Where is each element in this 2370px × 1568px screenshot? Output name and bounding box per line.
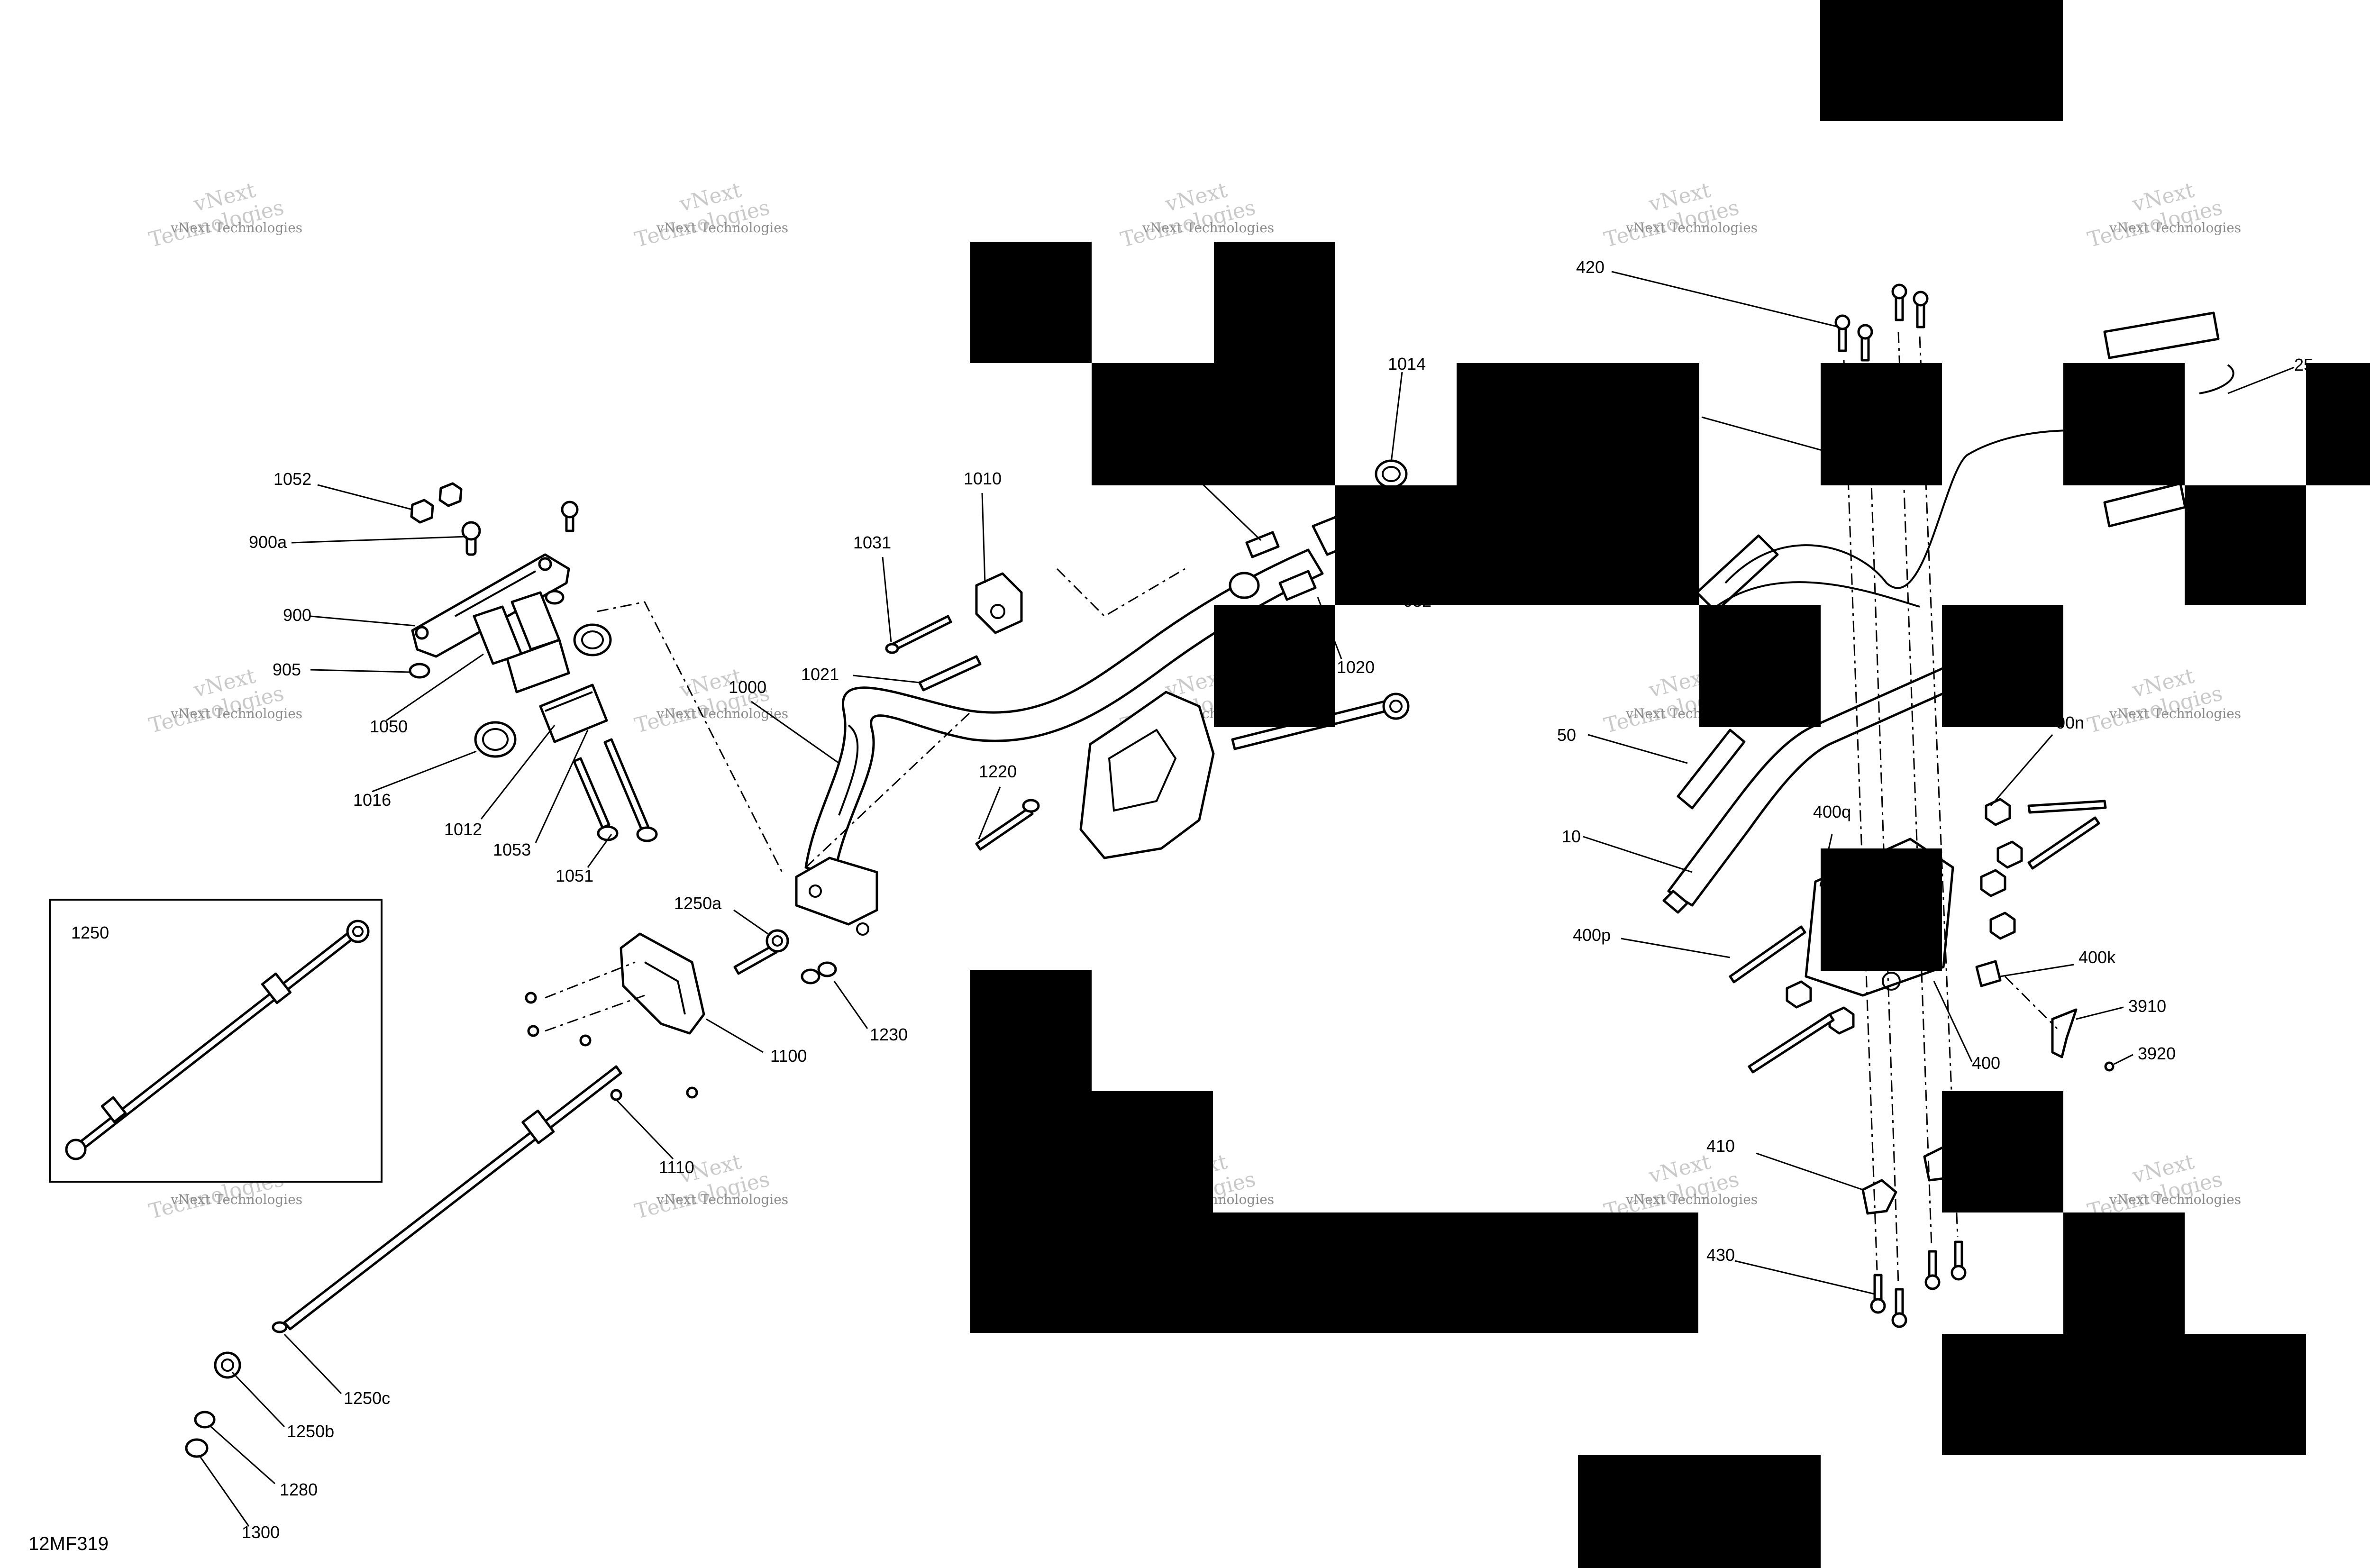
label-400p: 400p [1573, 925, 1611, 945]
svg-text:vNext Technologies: vNext Technologies [656, 1192, 788, 1207]
svg-text:vNext Technologies: vNext Technologies [2109, 1192, 2241, 1207]
label-1230: 1230 [870, 1025, 908, 1044]
label-1050: 1050 [370, 717, 408, 736]
label-1000: 1000 [729, 677, 766, 697]
label-900a: 900a [249, 532, 287, 552]
label-1014: 1014 [1388, 354, 1426, 374]
label-430: 430 [1706, 1245, 1735, 1265]
label-1020: 1020 [1337, 657, 1375, 677]
label-1012: 1012 [444, 820, 482, 839]
steering-support-assembly [409, 482, 783, 873]
leader-lines [198, 271, 2295, 1527]
label-1051: 1051 [556, 866, 593, 885]
callout-labels: 1052 900a 900 905 1050 1016 1012 1053 10… [28, 257, 2313, 1554]
label-1220: 1220 [979, 762, 1017, 781]
label-905: 905 [273, 660, 301, 679]
label-1250c: 1250c [344, 1388, 390, 1408]
label-1021: 1021 [801, 665, 839, 684]
tie-rod-inset [49, 899, 383, 1183]
label-50: 50 [1557, 725, 1576, 745]
label-1010: 1010 [964, 469, 1002, 488]
label-1300: 1300 [242, 1522, 280, 1542]
label-400q: 400q [1813, 802, 1851, 821]
label-1052: 1052 [273, 469, 311, 489]
label-420: 420 [1576, 257, 1604, 277]
svg-text:vNext Technologies: vNext Technologies [656, 220, 788, 236]
svg-text:vNext Technologies: vNext Technologies [2109, 220, 2241, 236]
label-1250: 1250 [71, 923, 109, 942]
label-1110: 1110 [659, 1158, 694, 1177]
label-900: 900 [283, 605, 311, 625]
label-1250b: 1250b [287, 1422, 334, 1441]
steering-column [185, 459, 1408, 1458]
label-10: 10 [1562, 827, 1581, 846]
label-1100: 1100 [770, 1046, 807, 1066]
label-3910: 3910 [2128, 996, 2166, 1016]
svg-text:vNext Technologies: vNext Technologies [1142, 220, 1274, 236]
svg-text:vNext Technologies: vNext Technologies [656, 706, 788, 721]
label-400k: 400k [2078, 948, 2116, 967]
svg-text:vNext Technologies: vNext Technologies [1625, 1192, 1758, 1207]
redaction-blocks [970, 0, 2370, 1568]
label-400: 400 [1972, 1053, 2000, 1073]
svg-text:vNext Technologies: vNext Technologies [170, 220, 302, 236]
label-410: 410 [1706, 1136, 1735, 1156]
steering-box [1079, 691, 1410, 859]
label-3920: 3920 [2138, 1044, 2176, 1063]
label-1053: 1053 [493, 840, 531, 859]
label-1250a: 1250a [674, 893, 722, 913]
label-1016: 1016 [353, 790, 391, 810]
svg-text:vNext Technologies: vNext Technologies [170, 706, 302, 721]
svg-text:vNext Technologies: vNext Technologies [1625, 220, 1758, 236]
label-diagram-id: 12MF319 [28, 1533, 109, 1554]
svg-text:vNext Technologies: vNext Technologies [170, 1192, 302, 1207]
label-1280: 1280 [280, 1480, 318, 1499]
label-1031: 1031 [853, 533, 891, 552]
svg-text:vNext Technologies: vNext Technologies [2109, 706, 2241, 721]
